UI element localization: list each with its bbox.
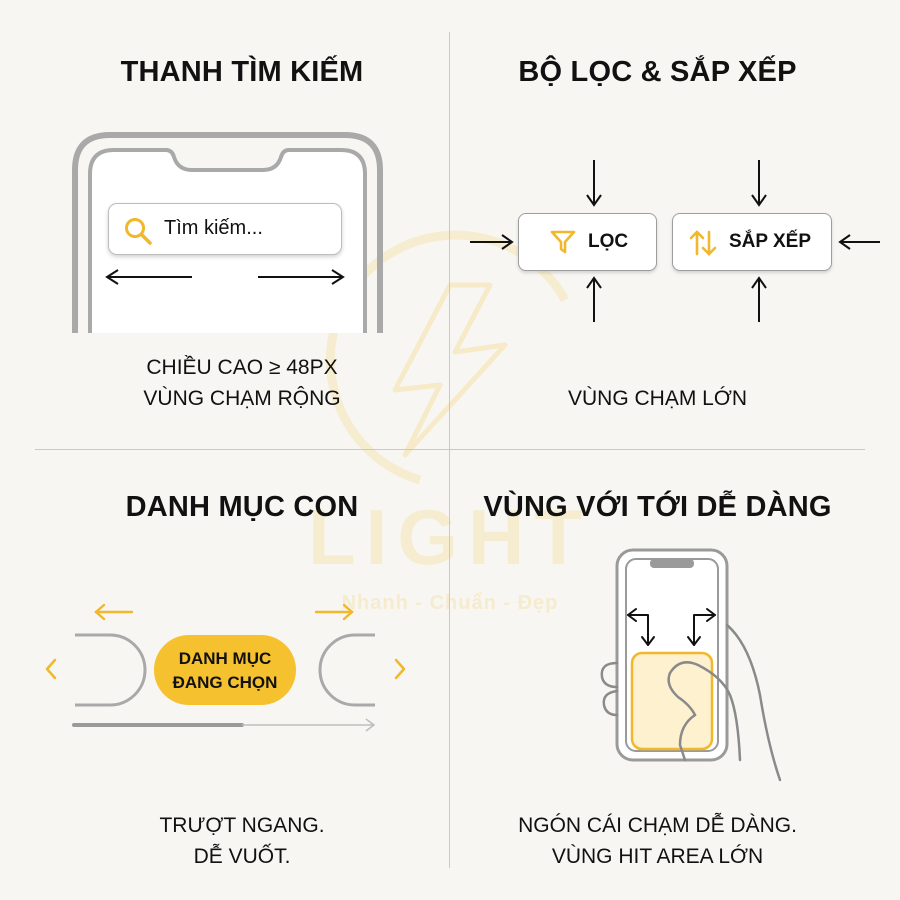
category-scroller-illustration bbox=[72, 603, 376, 732]
selected-category-label: DANH MỤC ĐANG CHỌN bbox=[154, 647, 296, 695]
category-panel-title: DANH MỤC CON bbox=[125, 491, 359, 523]
filter-icon bbox=[550, 230, 576, 254]
filter-panel-title: BỘ LỌC & SẮP XẾP bbox=[518, 56, 797, 88]
sort-label: SẮP XẾP bbox=[729, 231, 812, 252]
sort-button[interactable]: SẮP XẾP bbox=[672, 213, 832, 271]
search-icon bbox=[125, 218, 152, 245]
search-input[interactable]: Tìm kiếm... bbox=[108, 203, 342, 255]
chevron-right-icon[interactable] bbox=[392, 657, 408, 681]
reach-caption-line1: NGÓN CÁI CHẠM DỄ DÀNG. bbox=[518, 814, 797, 837]
search-caption-line2: VÙNG CHẠM RỘNG bbox=[143, 387, 341, 410]
selected-category-line1: DANH MỤC bbox=[178, 649, 272, 668]
category-caption: TRƯỢT NGANG. DỄ VUỐT. bbox=[35, 810, 449, 872]
reach-caption: NGÓN CÁI CHẠM DỄ DÀNG. VÙNG HIT AREA LỚN bbox=[450, 810, 865, 872]
filter-button[interactable]: LỌC bbox=[518, 213, 657, 271]
search-placeholder: Tìm kiếm... bbox=[164, 217, 263, 239]
filter-caption: VÙNG CHẠM LỚN bbox=[567, 387, 748, 410]
vertical-divider bbox=[449, 32, 450, 868]
category-caption-line1: TRƯỢT NGANG. bbox=[159, 814, 325, 837]
reach-caption-line2: VÙNG HIT AREA LỚN bbox=[551, 845, 764, 868]
reach-panel-title: VÙNG VỚI TỚI DỄ DÀNG bbox=[483, 491, 832, 523]
horizontal-divider bbox=[35, 449, 865, 450]
width-arrows bbox=[105, 269, 345, 285]
search-panel-title: THANH TÌM KIẾM bbox=[120, 56, 364, 88]
watermark-word: LIGHT bbox=[308, 493, 592, 581]
search-caption-line1: CHIỀU CAO ≥ 48PX bbox=[146, 356, 338, 379]
filter-label: LỌC bbox=[588, 231, 629, 252]
category-caption-line2: DỄ VUỐT. bbox=[193, 845, 291, 868]
touch-target-arrows bbox=[470, 160, 880, 322]
hand-holding-phone-illustration bbox=[600, 548, 782, 782]
sort-icon bbox=[689, 230, 717, 256]
selected-category-line2: ĐANG CHỌN bbox=[172, 673, 278, 692]
chevron-left-icon[interactable] bbox=[43, 657, 59, 681]
search-caption: CHIỀU CAO ≥ 48PX VÙNG CHẠM RỘNG bbox=[35, 352, 449, 414]
selected-category-chip[interactable]: DANH MỤC ĐANG CHỌN bbox=[154, 635, 296, 705]
